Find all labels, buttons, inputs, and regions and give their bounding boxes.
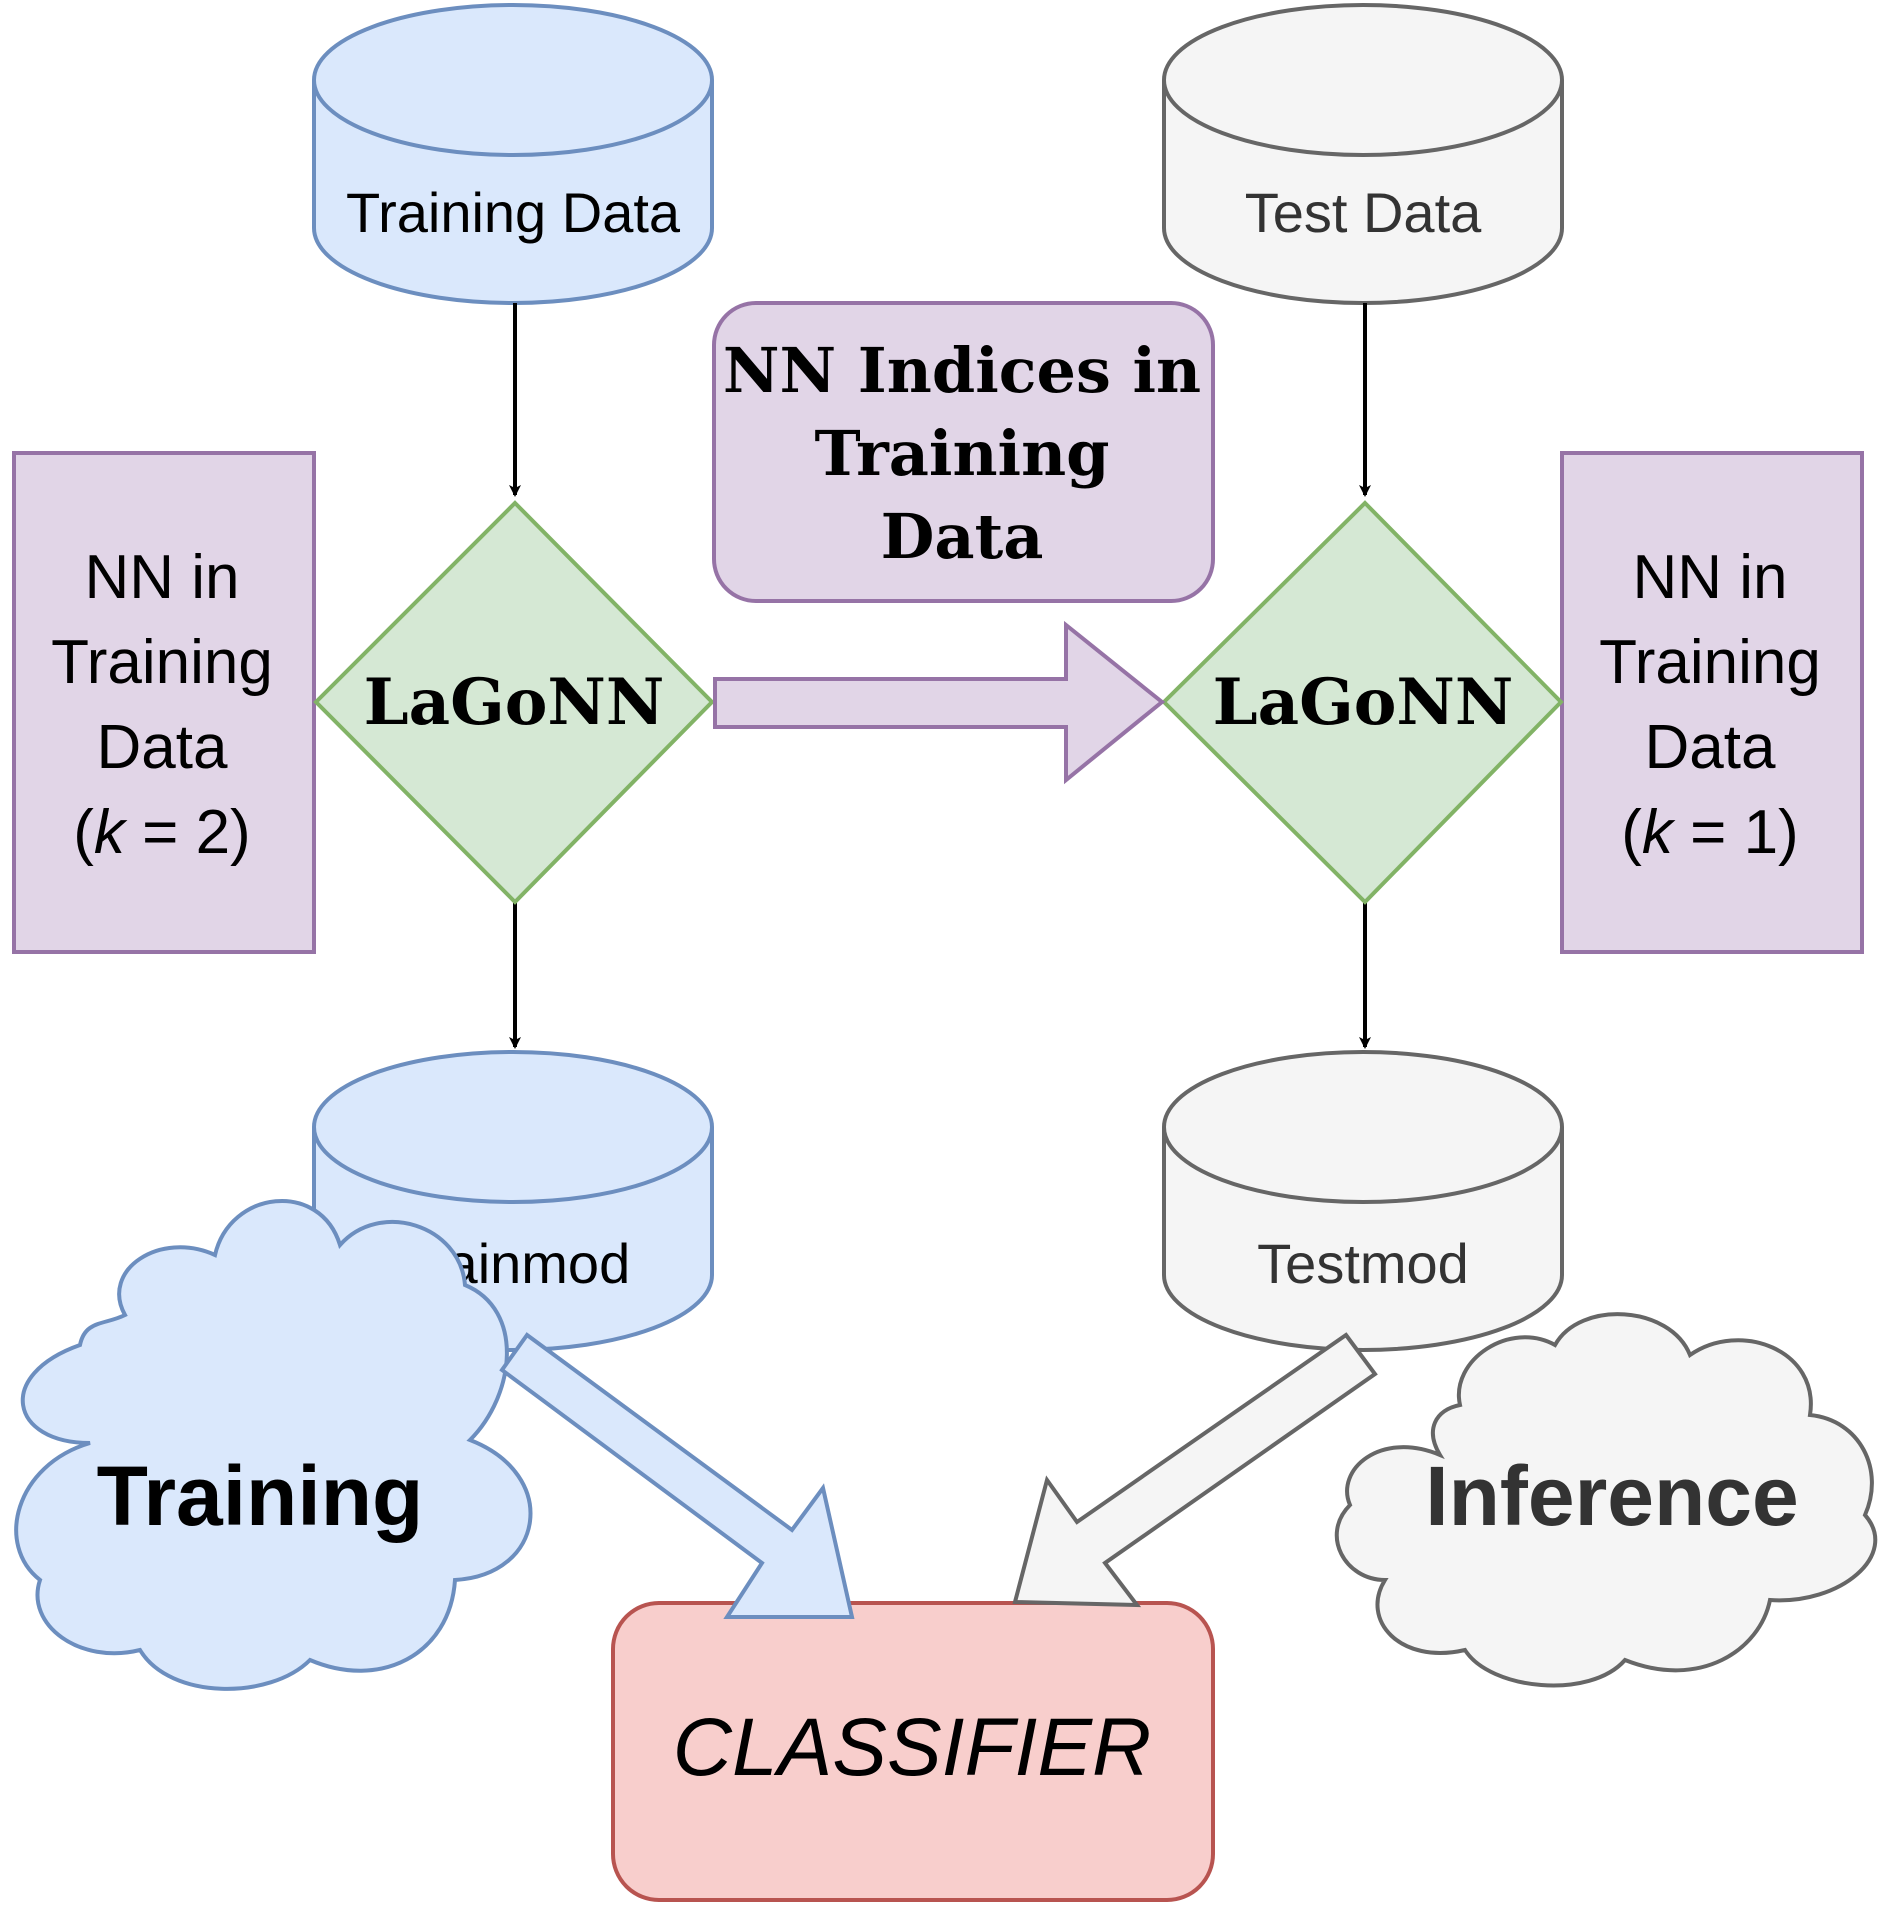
inference-cloud-label: Inference [1425,1449,1799,1543]
trainmod-cylinder-top [312,1050,714,1204]
lagonn-right-diamond: LaGoNN [1161,500,1564,905]
nn-left-box-shape [12,451,316,954]
training-cloud: Training [14,1199,533,1691]
nn-left-box: NN in Training Data (k = 2) [12,451,316,954]
nn-right-line-3: Data [1645,713,1776,782]
nn-right-box: NN in Training Data (k = 1) [1560,451,1864,954]
training-data-cylinder-top [312,3,714,157]
block-arrow-nn-indices [713,620,1166,785]
nn-indices-line-2: Training [814,417,1109,490]
test-data-cylinder: Test Data [1162,3,1564,305]
nn-left-k-value: (k = 2) [73,798,250,867]
test-data-label: Test Data [1245,181,1482,244]
nn-indices-line-3: Data [881,500,1044,573]
classifier-box-shape [611,1601,1215,1902]
nn-left-line-2: Training [51,628,273,697]
test-data-cylinder-top [1162,3,1564,157]
lagonn-right-diamond-shape [1161,500,1564,905]
training-cloud-shape [14,1199,533,1691]
nn-left-line-3: Data [97,713,228,782]
nn-indices-line-1: NN Indices in [723,334,1201,407]
testmod-label: Testmod [1257,1232,1469,1295]
lagonn-left-diamond: LaGoNN [313,500,715,905]
nn-left-line-1: NN in [84,543,239,612]
lagonn-left-label: LaGoNN [364,665,665,740]
nn-indices-box-shape [712,301,1215,603]
block-arrow-testmod-to-classifier [1012,1332,1378,1608]
classifier-box: CLASSIFIER [611,1601,1215,1902]
testmod-cylinder-top [1162,1050,1564,1204]
classifier-label: CLASSIFIER [673,1702,1151,1793]
nn-right-box-shape [1560,451,1864,954]
inference-cloud-shape [1334,1312,1878,1688]
training-cloud-label: Training [97,1449,424,1543]
nn-right-line-2: Training [1599,628,1821,697]
testmod-cylinder: Testmod [1162,1050,1564,1352]
training-data-label: Training Data [346,181,681,244]
block-arrow-trainmod-to-classifier [499,1332,855,1619]
nn-indices-box: NN Indices in Training Data [712,301,1215,603]
nn-right-k-value: (k = 1) [1621,798,1798,867]
nn-right-line-1: NN in [1632,543,1787,612]
lagonn-right-label: LaGoNN [1213,665,1514,740]
lagonn-left-diamond-shape [313,500,715,905]
inference-cloud: Inference [1334,1312,1878,1688]
training-data-cylinder: Training Data [312,3,714,305]
